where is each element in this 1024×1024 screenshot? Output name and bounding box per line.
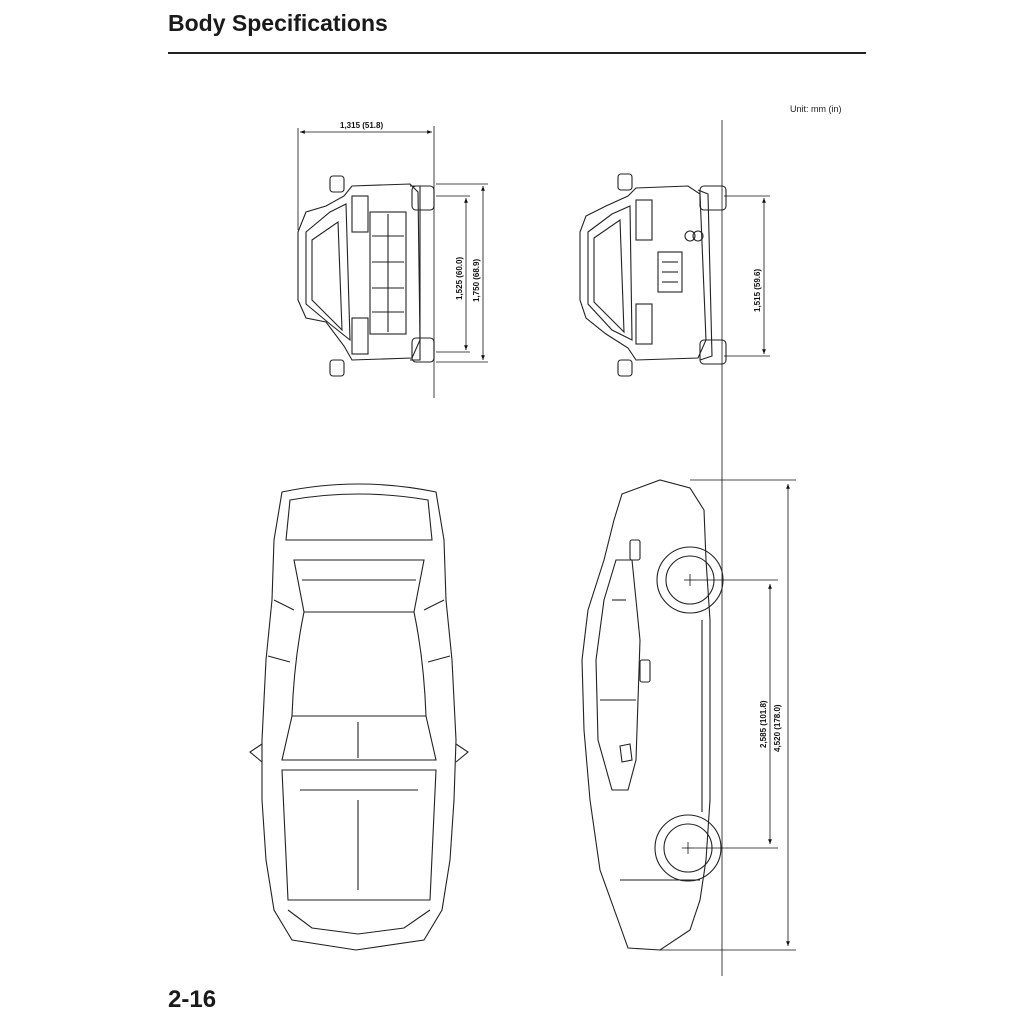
front-tread-label: 1,525 (60.0) [455,257,464,300]
width-top-label: 1,315 (51.8) [340,121,383,130]
page-number: 2-16 [168,986,217,1013]
rear-dimension-lines [721,120,770,976]
title-rule [168,52,866,54]
rear-tread-label: 1,515 (59.6) [753,269,762,312]
overall-length-label: 4,520 (178.0) [773,704,782,752]
page-title: Body Specifications [168,10,388,36]
unit-note: Unit: mm (in) [790,104,842,114]
front-view [297,175,435,377]
wheelbase-label: 2,585 (101.8) [759,700,768,748]
side-view [581,479,724,951]
rear-view [579,173,727,377]
overall-width-label: 1,750 (68.9) [472,259,481,302]
top-view [249,483,469,951]
wheel-centers [660,479,796,951]
front-dimension-lines [297,126,488,398]
